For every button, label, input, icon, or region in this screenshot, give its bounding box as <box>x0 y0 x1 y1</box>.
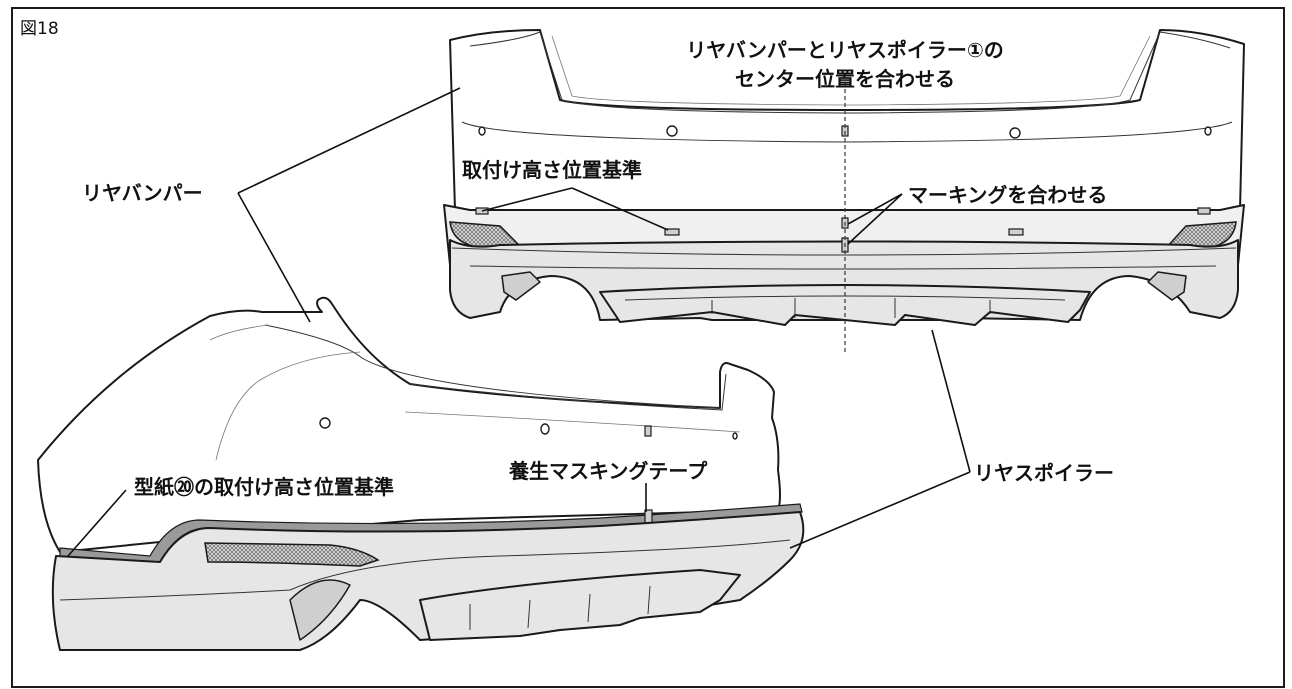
rear-bumper-upper <box>449 29 1245 211</box>
label-center-align-line1: リヤバンパーとリヤスポイラー①の <box>686 38 1004 62</box>
sensor-hole <box>540 423 550 435</box>
body-character-line <box>264 324 721 409</box>
label-center-align-line2: センター位置を合わせる <box>735 67 955 91</box>
spoiler-edge-line <box>469 265 1217 270</box>
diffuser-fin <box>469 585 651 630</box>
exhaust-left <box>501 271 541 301</box>
center-marking-angled <box>644 425 652 437</box>
body-contour-line <box>209 324 361 461</box>
figure-number: 図18 <box>20 19 59 39</box>
diffuser-line <box>624 295 1066 301</box>
diffuser-angled <box>419 569 741 641</box>
trunk-lip-line <box>409 373 727 411</box>
sensor-hole <box>478 126 486 136</box>
leader-height-ref-right <box>571 187 669 231</box>
sensor-hole <box>1204 126 1212 136</box>
label-rear-bumper: リヤバンパー <box>82 181 203 205</box>
label-rear-spoiler: リヤスポイラー <box>974 461 1114 485</box>
label-masking-tape: 養生マスキングテープ <box>508 459 708 483</box>
reflector-angled <box>204 542 380 567</box>
figure-frame <box>11 7 1285 688</box>
leader-rear-bumper-bottom <box>237 192 311 323</box>
labels: リヤバンパーとリヤスポイラー①の センター位置を合わせる 取付け高さ位置基準 リ… <box>82 38 1114 499</box>
sensor-hole <box>1009 127 1021 139</box>
leader-markings-upper <box>847 193 903 225</box>
leader-height-ref-left <box>481 187 573 212</box>
height-tab <box>1197 207 1211 215</box>
diffuser-fin <box>711 298 991 318</box>
sensor-hole <box>732 432 738 440</box>
leader-template-ref <box>67 489 127 557</box>
leader-markings-lower <box>847 193 903 245</box>
sensor-hole <box>666 125 678 137</box>
label-height-reference: 取付け高さ位置基準 <box>462 158 642 182</box>
spoiler-edge-line <box>59 539 791 601</box>
exhaust-angled <box>289 579 351 641</box>
exhaust-right <box>1147 271 1187 301</box>
height-tab <box>664 228 680 236</box>
bumper-crease-line <box>404 411 741 433</box>
leader-rear-bumper-top <box>237 87 461 194</box>
rear-bumper-angled <box>37 296 781 553</box>
label-align-markings: マーキングを合わせる <box>908 183 1107 207</box>
label-template-height-reference: 型紙⑳の取付け高さ位置基準 <box>134 475 394 499</box>
angled-view-drawing <box>37 296 805 651</box>
leader-spoiler-top <box>931 329 971 473</box>
leader-lines <box>67 87 971 557</box>
height-tab <box>1008 228 1024 236</box>
spoiler-edge-line <box>451 247 1237 256</box>
rear-spoiler-diffuser <box>599 284 1091 326</box>
leader-spoiler-bottom <box>789 471 971 549</box>
sensor-hole <box>319 417 331 429</box>
rear-view-drawing <box>443 29 1245 355</box>
